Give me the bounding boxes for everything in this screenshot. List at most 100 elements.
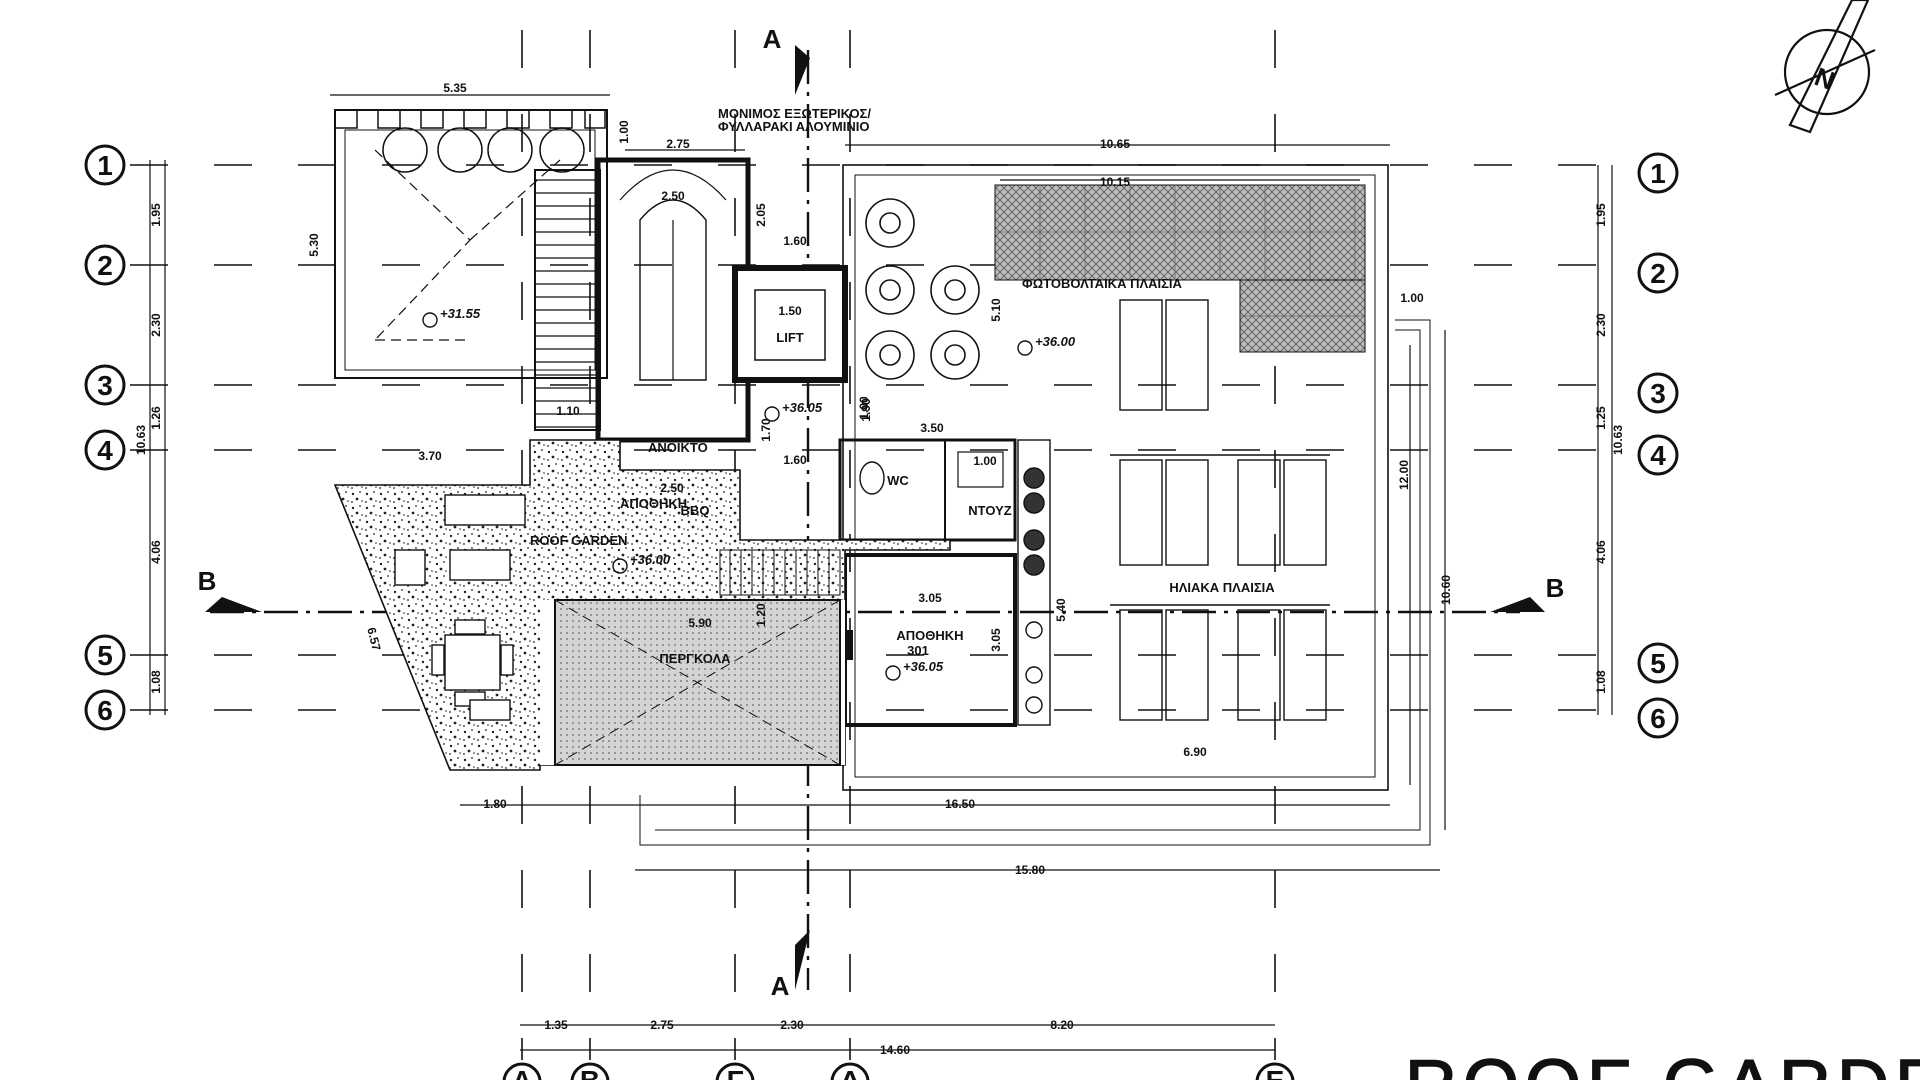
dim-wc-door: 1.90 — [859, 398, 873, 422]
dim-mid-height: 5.40 — [1054, 598, 1068, 622]
dim-pergola-width: 5.90 — [688, 616, 712, 630]
grid-bubble-bottom-2: Γ — [715, 1062, 755, 1080]
garden-stair — [719, 549, 841, 596]
dim-small-top: 1.00 — [617, 120, 631, 144]
label-wc: WC — [887, 473, 909, 488]
dim-stair-inner: 2.50 — [661, 189, 685, 203]
svg-text:5: 5 — [97, 640, 113, 671]
svg-text:E: E — [1266, 1065, 1285, 1080]
dim-left-balcony: 3.70 — [418, 449, 442, 463]
section-marker-a-top: A — [763, 24, 810, 95]
grid-bubble-left-3: 3 — [84, 364, 126, 406]
label-fixed-finish: ΜΟΝΙΜΟΣ ΕΞΩΤΕΡΙΚΟΣ/ — [718, 106, 871, 121]
dim-gap-1: 1.10 — [556, 404, 580, 418]
svg-text:+36.05: +36.05 — [782, 400, 823, 415]
pergola — [554, 599, 853, 766]
solar-panels — [1110, 299, 1330, 721]
level-mark-left: +31.55 — [422, 306, 481, 328]
plan-title: ROOF GARDEN — [1405, 1046, 1920, 1080]
dim-door-width: 1.00 — [857, 396, 871, 420]
dim-bbq-width: 2.50 — [660, 481, 684, 495]
top-dimension-lines — [330, 94, 1446, 871]
north-arrow-icon: N — [1774, 0, 1876, 134]
label-pergola: ΠΕΡΓΚΟΛΑ — [659, 651, 731, 666]
label-solar-panels: ΗΛΙΑΚΑ ΠΛΑΙΣΙΑ — [1169, 580, 1275, 595]
lift-shaft — [732, 265, 848, 383]
grid-bubble-right-1: 1 — [1637, 152, 1679, 194]
grid-bubble-left-2: 2 — [84, 244, 126, 286]
svg-text:B: B — [1546, 573, 1565, 603]
svg-text:A: A — [771, 971, 790, 1001]
right-row-dim-0: 1.95 — [1594, 203, 1608, 227]
right-row-dim-4: 1.08 — [1594, 670, 1608, 694]
svg-text:1: 1 — [1650, 158, 1666, 189]
level-mark-stair: +36.05 — [764, 400, 823, 422]
dim-storage-width: 3.05 — [918, 591, 942, 605]
level-mark-pv: +36.00 — [1017, 334, 1076, 356]
svg-text:Γ: Γ — [727, 1065, 744, 1080]
svg-text:4: 4 — [97, 435, 113, 466]
dim-panel-width: 6.90 — [1183, 745, 1207, 759]
svg-text:+36.05: +36.05 — [903, 659, 944, 674]
dim-pv-height: 5.10 — [989, 298, 1003, 322]
level-mark-storage: +36.05 — [885, 659, 944, 681]
label-shower: ΝΤΟΥΖ — [968, 503, 1012, 518]
svg-text:1: 1 — [97, 150, 113, 181]
water-tanks — [865, 198, 980, 380]
grid-bubble-bottom-0: A — [502, 1062, 542, 1080]
svg-text:+36.00: +36.00 — [630, 552, 671, 567]
left-row-dim-1: 2.30 — [149, 313, 163, 337]
dim-inner-top: 10.15 — [1100, 175, 1130, 189]
left-terrace — [334, 109, 608, 379]
dim-gap-2: 1.70 — [759, 418, 773, 442]
svg-text:6: 6 — [97, 695, 113, 726]
svg-text:N: N — [1811, 61, 1839, 96]
svg-text:3: 3 — [97, 370, 113, 401]
section-marker-b-left: B — [198, 566, 262, 612]
svg-text:+36.00: +36.00 — [1035, 334, 1076, 349]
left-total-dim: 10.63 — [134, 425, 148, 455]
dim-bottom-1: 1.80 — [483, 797, 507, 811]
dim-stair-height: 2.05 — [754, 203, 768, 227]
svg-text:A: A — [512, 1065, 532, 1080]
right-row-dim-2: 1.25 — [1594, 406, 1608, 430]
dim-storage-height: 3.05 — [989, 628, 1003, 652]
garden-furniture — [394, 494, 526, 721]
left-row-dim-0: 1.95 — [149, 203, 163, 227]
label-pv-panels: ΦΩΤΟΒΟΛΤΑΙΚΑ ΠΛΑΙΣΙΑ — [1022, 276, 1182, 291]
dim-left-height: 5.30 — [307, 233, 321, 257]
grid-bubble-right-4: 4 — [1637, 434, 1679, 476]
right-row-dim-3: 4.06 — [1594, 540, 1608, 564]
terrace-planter-row — [334, 109, 606, 173]
equipment-strip — [1017, 439, 1051, 726]
svg-text:5: 5 — [1650, 648, 1666, 679]
svg-text:2: 2 — [1650, 258, 1666, 289]
right-total-dim: 10.63 — [1611, 425, 1625, 455]
dim-lift-gap: 1.60 — [783, 234, 807, 248]
dim-lift-width: 1.50 — [778, 304, 802, 318]
row-grid-lines — [130, 164, 1620, 711]
level-mark-garden: +36.00 — [612, 552, 671, 574]
dim-top-right: 10.65 — [1100, 137, 1130, 151]
grid-bubble-right-6: 6 — [1637, 697, 1679, 739]
dim-right-height-2: 10.60 — [1439, 575, 1453, 605]
grid-bubble-bottom-3: Δ — [830, 1062, 870, 1080]
grid-bubble-right-2: 2 — [1637, 252, 1679, 294]
section-marker-a-bottom: A — [771, 930, 810, 1001]
label-storage-small: ΑΠΟΘΗΚΗ — [620, 496, 687, 511]
svg-text:3: 3 — [1650, 378, 1666, 409]
section-marker-b-right: B — [1490, 573, 1564, 612]
label-area: ΑΝΟΙΚΤΟ — [648, 440, 708, 455]
left-row-dim-4: 1.08 — [149, 670, 163, 694]
grid-bubble-left-4: 4 — [84, 429, 126, 471]
label-storage-number: 301 — [907, 643, 929, 658]
svg-text:6: 6 — [1650, 703, 1666, 734]
left-row-dim-3: 4.06 — [149, 540, 163, 564]
svg-text:Δ: Δ — [840, 1065, 860, 1080]
dim-right-step: 1.00 — [1400, 291, 1424, 305]
svg-text:+31.55: +31.55 — [440, 306, 481, 321]
pv-panel-area — [994, 184, 1366, 353]
label-lift: LIFT — [776, 330, 803, 345]
